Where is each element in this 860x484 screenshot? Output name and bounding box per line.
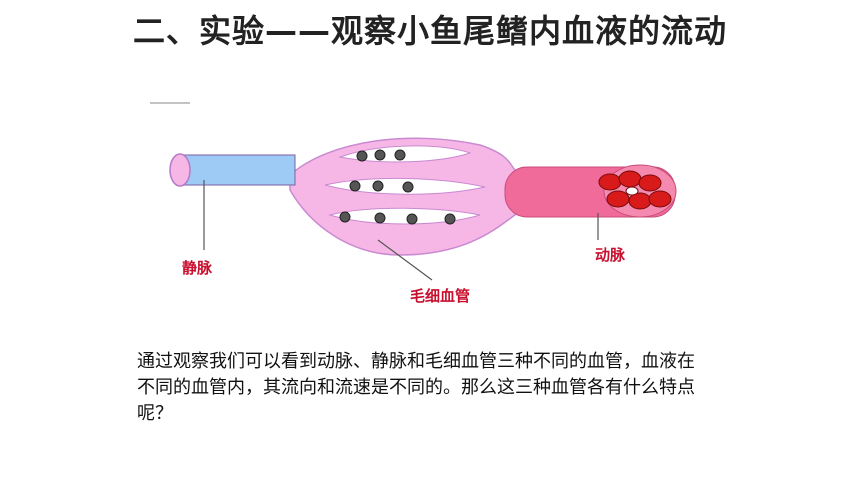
red-cell xyxy=(606,190,630,208)
cell xyxy=(356,150,368,162)
capillary-outer xyxy=(289,137,516,256)
cell xyxy=(406,213,418,225)
cell xyxy=(339,211,351,223)
capillary-network xyxy=(289,137,516,256)
vein-label: 静脉 xyxy=(182,259,213,277)
cell xyxy=(374,149,386,161)
red-cell xyxy=(638,174,662,192)
red-blood-cells xyxy=(598,170,672,210)
cell xyxy=(349,180,361,192)
capillary-gap-3 xyxy=(328,207,481,225)
cell xyxy=(372,180,384,192)
artery-label: 动脉 xyxy=(595,246,626,264)
red-cell xyxy=(648,190,672,208)
vein-opening xyxy=(169,153,191,187)
cell xyxy=(374,212,386,224)
capillary-cells xyxy=(339,149,456,225)
red-cell xyxy=(618,170,642,188)
cell xyxy=(402,181,414,193)
capillary-label: 毛细血管 xyxy=(410,287,470,305)
vein-tube xyxy=(179,154,296,186)
slide-title: 二、实验——观察小鱼尾鳍内血液的流动 xyxy=(132,12,727,50)
red-cell xyxy=(625,186,639,196)
red-cell xyxy=(598,173,622,191)
explanation-paragraph: 通过观察我们可以看到动脉、静脉和毛细血管三种不同的血管，血液在不同的血管内，其流… xyxy=(137,351,695,424)
cell xyxy=(444,213,456,225)
cell xyxy=(394,149,406,161)
capillary-leader xyxy=(377,239,433,281)
vein-vessel xyxy=(169,153,296,187)
blood-vessel-diagram: 静脉 动脉 毛细血管 xyxy=(150,102,677,305)
